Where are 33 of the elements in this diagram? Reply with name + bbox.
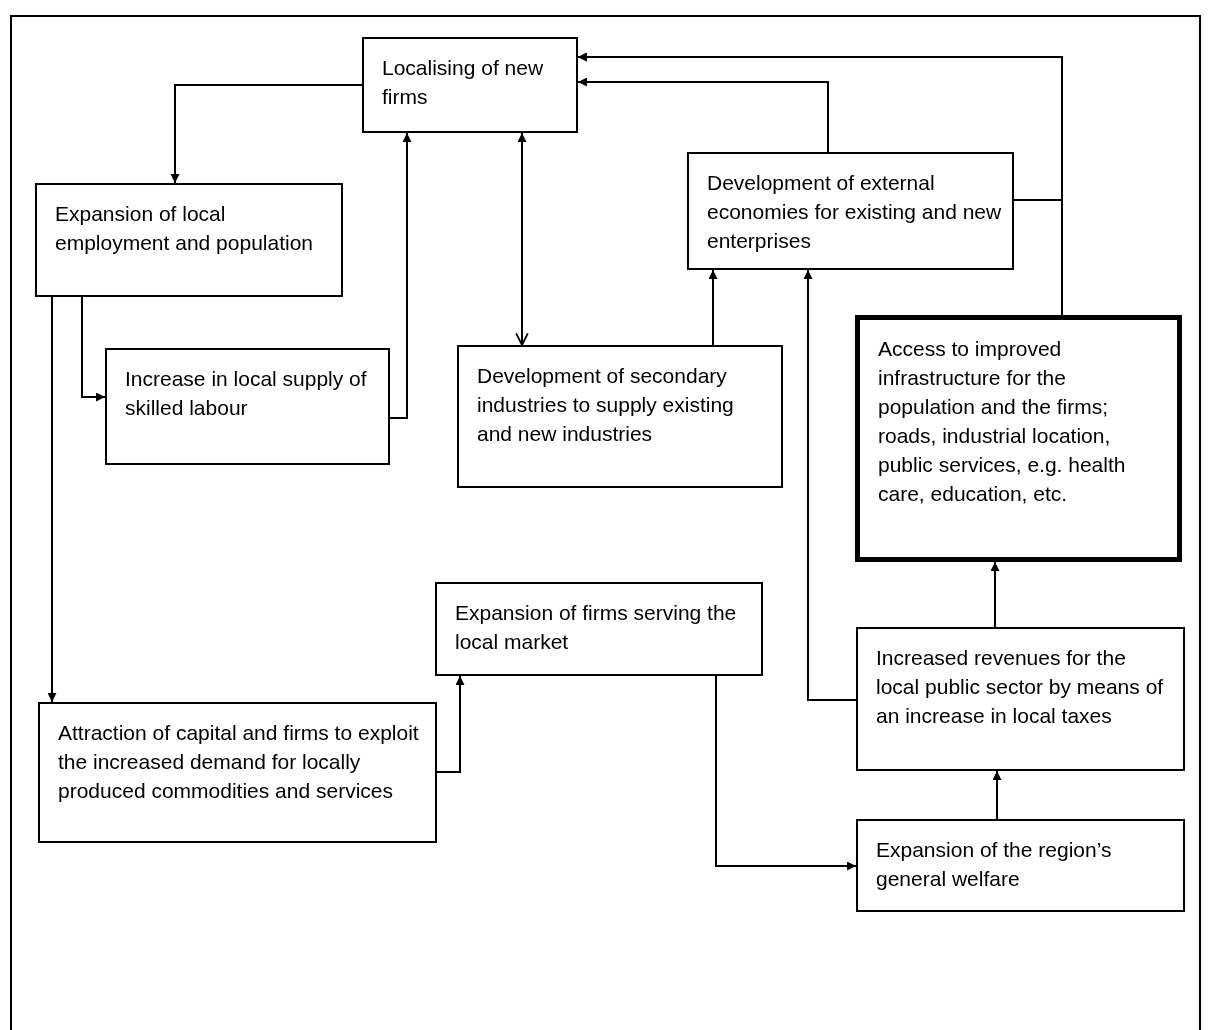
arrow	[47, 296, 57, 703]
process-box	[362, 37, 578, 133]
box-text: Increase in local supply of skilled labour	[125, 366, 368, 421]
process-box	[435, 582, 763, 676]
process-box	[35, 183, 343, 297]
process-box	[855, 315, 1182, 562]
box-text: Increased revenues for the local public sector by means of an increase in local taxes	[876, 645, 1165, 729]
process-box	[38, 702, 437, 843]
arrow	[577, 77, 829, 153]
box-text: Attraction of capital and firms to exploit the increased demand for locally produced commodities and services	[58, 720, 420, 804]
box-text: Expansion of firms serving the local market	[455, 600, 738, 655]
arrow	[803, 269, 857, 701]
arrow	[715, 675, 857, 871]
arrow	[515, 132, 529, 346]
arrow	[436, 675, 465, 773]
box-text: Localising of new firms	[382, 55, 545, 110]
arrow	[389, 132, 412, 419]
box-text: Development of secondary industries to supply existing and new industries	[477, 363, 735, 447]
arrow	[708, 269, 718, 346]
process-box	[856, 819, 1185, 912]
arrow	[577, 52, 1063, 201]
arrow	[170, 84, 363, 184]
arrow	[990, 561, 1000, 628]
process-box	[105, 348, 390, 465]
box-text: Expansion of local employment and population	[55, 201, 314, 256]
box-text: Expansion of the region’s general welfare	[876, 837, 1113, 892]
process-box	[687, 152, 1014, 270]
process-box	[457, 345, 783, 488]
box-text: Development of external economies for existing and new enterprises	[707, 170, 1002, 254]
process-box	[856, 627, 1185, 771]
arrow	[992, 770, 1002, 820]
arrow	[81, 296, 106, 402]
box-text: Access to improved infrastructure for the population and the firms; roads, industrial location, public services, e.g. health care, education, etc.	[878, 336, 1127, 507]
